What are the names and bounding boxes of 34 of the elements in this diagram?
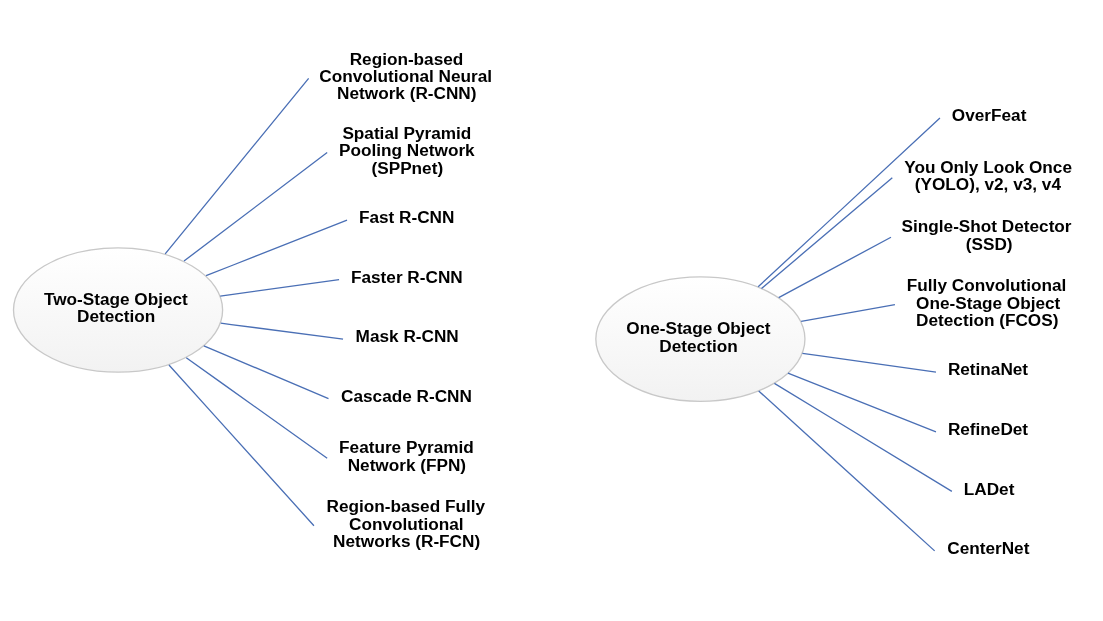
connector bbox=[800, 303, 896, 322]
node-ellipse: One-Stage Object Detection bbox=[595, 275, 806, 402]
node-text: LADet bbox=[963, 478, 1015, 498]
node-text: Region-based Convolutional Neural Network (R-CNN) bbox=[319, 48, 493, 103]
connector bbox=[203, 344, 330, 399]
node-text: Fast R-CNN bbox=[358, 206, 455, 227]
connector bbox=[205, 218, 348, 276]
connector bbox=[760, 176, 893, 289]
connector bbox=[164, 77, 310, 255]
node-text: Mask R-CNN bbox=[355, 325, 459, 346]
node-text: Spatial Pyramid Pooling Network (SPPnet) bbox=[339, 122, 475, 178]
connector bbox=[778, 236, 892, 298]
node-text: Cascade R-CNN bbox=[341, 385, 472, 406]
node-text: You Only Look Once (YOLO), v2, v3, v4 bbox=[904, 156, 1072, 194]
connector bbox=[773, 382, 953, 492]
node-text: OverFeat bbox=[951, 104, 1027, 125]
node-text: RefineDet bbox=[947, 418, 1029, 439]
node-text: Fully Convolutional One-Stage Object Detection (FCOS) bbox=[906, 274, 1067, 330]
connector bbox=[185, 356, 328, 459]
connector bbox=[168, 363, 315, 526]
connector bbox=[801, 352, 937, 373]
node-ellipse: Two-Stage Object Detection bbox=[12, 246, 224, 373]
connector bbox=[787, 372, 937, 432]
connector bbox=[219, 278, 340, 297]
node-text: Single-Shot Detector (SSD) bbox=[901, 215, 1072, 254]
connector bbox=[757, 116, 941, 287]
connector bbox=[183, 151, 328, 262]
connector bbox=[220, 322, 344, 340]
node-text: Region-based Fully Convolutional Networks (R-FCN) bbox=[326, 495, 486, 551]
node-text: Faster R-CNN bbox=[350, 266, 463, 287]
connector bbox=[758, 389, 936, 552]
node-text: CenterNet bbox=[947, 537, 1030, 558]
node-text: RetinaNet bbox=[947, 358, 1029, 379]
node-text: Feature Pyramid Network (FPN) bbox=[339, 436, 474, 475]
